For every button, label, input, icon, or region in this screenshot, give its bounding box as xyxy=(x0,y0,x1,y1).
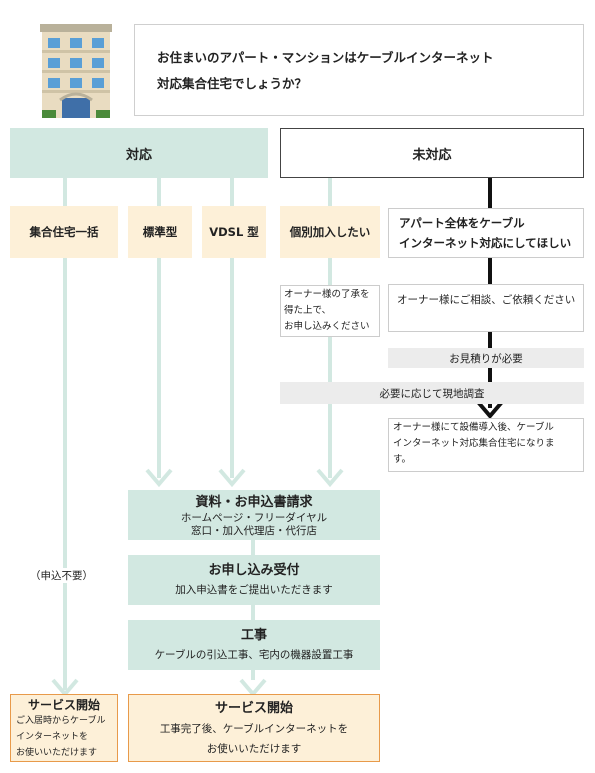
work-sub: ケーブルの引込工事、宅内の機器設置工事 xyxy=(154,649,354,661)
step-work: 工事 ケーブルの引込工事、宅内の機器設置工事 xyxy=(128,620,380,670)
start-left-title: サービス開始 xyxy=(27,698,100,712)
type-individual: 個別加入したい xyxy=(280,206,380,258)
service-start-bulk: サービス開始 ご入居時からケーブル インターネットを お使いいただけます xyxy=(10,694,118,762)
flow-line-whole-2 xyxy=(488,258,492,286)
start-left-sub-2: インターネットを xyxy=(16,732,89,742)
flow-line-bulk xyxy=(63,178,67,690)
flow-line-vdsl xyxy=(230,178,234,478)
arrow-down-black-icon xyxy=(476,400,504,420)
arrow-down-icon xyxy=(145,468,173,488)
question-line-1: お住まいのアパート・マンションはケーブルインターネット xyxy=(157,50,494,65)
type-standard: 標準型 xyxy=(128,206,192,258)
consult-box: オーナー様にご相談、ご依頼ください xyxy=(388,284,584,332)
work-title: 工事 xyxy=(240,628,267,643)
arrow-down-icon xyxy=(316,468,344,488)
step-service-start: サービス開始 工事完了後、ケーブルインターネットを お使いいただけます xyxy=(128,694,380,762)
arrow-down-icon xyxy=(51,678,79,698)
flow-line-steps xyxy=(251,540,255,680)
estimate-bar: お見積りが必要 xyxy=(388,348,584,368)
start-title: サービス開始 xyxy=(214,701,293,716)
type-bulk: 集合住宅一括 xyxy=(10,206,118,258)
flow-line-whole-1 xyxy=(488,178,492,208)
accept-title: お申し込み受付 xyxy=(208,563,300,578)
consent-line-2: 得た上で、 xyxy=(284,305,332,316)
step-accept: お申し込み受付 加入申込書をご提出いただきます xyxy=(128,555,380,605)
whole-line-1: アパート全体をケーブル xyxy=(399,216,525,230)
arrow-down-icon xyxy=(239,678,267,698)
request-sub-2: 窓口・加入代理店・代行店 xyxy=(191,525,317,537)
type-whole-building: アパート全体をケーブル インターネット対応にしてほしい xyxy=(388,208,584,258)
site-survey-bar: 必要に応じて現地調査 xyxy=(280,382,584,404)
after-line-2: インターネット対応集合住宅になりま xyxy=(393,438,555,449)
consent-line-1: オーナー様の了承を xyxy=(284,289,370,300)
after-line-3: す。 xyxy=(393,454,412,465)
question-line-2: 対応集合住宅でしょうか？ xyxy=(157,76,308,91)
consult-text: オーナー様にご相談、ご依頼ください xyxy=(397,294,576,306)
consent-line-3: お申し込みください xyxy=(284,321,370,332)
question-box: お住まいのアパート・マンションはケーブルインターネット 対応集合住宅でしょうか？ xyxy=(134,24,584,116)
supported-header: 対応 xyxy=(10,128,268,178)
no-application-note: （申込不要） xyxy=(30,568,93,583)
whole-line-2: インターネット対応にしてほしい xyxy=(399,236,572,250)
accept-sub: 加入申込書をご提出いただきます xyxy=(175,584,333,596)
request-title: 資料・お申込書請求 xyxy=(195,495,313,510)
arrow-down-icon xyxy=(218,468,246,488)
request-sub-1: ホームページ・フリーダイヤル xyxy=(180,512,328,524)
after-install-note: オーナー様にて設備導入後、ケーブル インターネット対応集合住宅になりま す。 xyxy=(388,418,584,472)
apartment-building-icon xyxy=(36,22,116,122)
type-vdsl: VDSL 型 xyxy=(202,206,266,258)
flow-line-whole-3 xyxy=(488,332,492,408)
step-request: 資料・お申込書請求 ホームページ・フリーダイヤル 窓口・加入代理店・代行店 xyxy=(128,490,380,540)
start-sub-2: お使いいただけます xyxy=(206,743,302,755)
flow-line-standard xyxy=(157,178,161,478)
owner-consent-note: オーナー様の了承を 得た上で、 お申し込みください xyxy=(280,285,380,337)
start-left-sub-3: お使いいただけます xyxy=(16,748,98,758)
start-sub-1: 工事完了後、ケーブルインターネットを xyxy=(159,723,349,735)
after-line-1: オーナー様にて設備導入後、ケーブル xyxy=(393,422,554,433)
start-left-sub-1: ご入居時からケーブル xyxy=(16,716,106,726)
unsupported-header: 未対応 xyxy=(280,128,584,178)
